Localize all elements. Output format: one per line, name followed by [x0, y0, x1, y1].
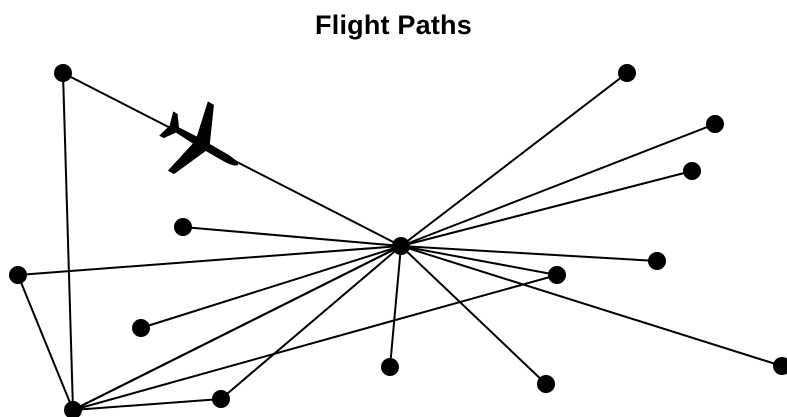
- hub-airport-node: [392, 237, 410, 255]
- airplane-icon: [159, 101, 239, 175]
- airport-node-n: [64, 401, 82, 417]
- airport-node-f: [9, 266, 27, 284]
- flight-path-f-hub: [17, 245, 402, 276]
- flight-path-l-hub: [400, 245, 547, 385]
- airport-node-j: [381, 358, 399, 376]
- flight-path-k-hub: [220, 245, 402, 400]
- airport-node-g: [548, 266, 566, 284]
- flight-path-b-hub: [400, 72, 628, 247]
- flight-path-k-o: [72, 398, 222, 411]
- flight-path-lines: [17, 72, 783, 411]
- airport-node-e: [174, 218, 192, 236]
- flight-path-g-o: [72, 274, 558, 411]
- airport-node-i: [132, 319, 150, 337]
- airport-node-d: [683, 162, 701, 180]
- airport-nodes: [9, 64, 787, 417]
- airport-node-a: [54, 64, 72, 82]
- flight-path-d-hub: [400, 170, 693, 247]
- airport-node-h: [648, 252, 666, 270]
- flight-path-m-hub: [400, 245, 783, 367]
- flight-path-o-hub: [72, 245, 402, 411]
- airport-node-b: [618, 64, 636, 82]
- flight-path-h-hub: [400, 245, 658, 262]
- flight-path-a-o: [62, 72, 74, 411]
- flight-path-j-hub: [389, 245, 402, 368]
- flight-path-e-hub: [182, 226, 402, 247]
- airport-node-m: [773, 357, 787, 375]
- airport-node-k: [212, 390, 230, 408]
- flight-path-f-o: [17, 274, 74, 411]
- flight-path-i-hub: [140, 245, 402, 329]
- airport-node-l: [537, 375, 555, 393]
- flight-path-g-hub: [400, 245, 558, 276]
- flight-path-c-hub: [400, 123, 716, 247]
- airport-node-c: [706, 115, 724, 133]
- diagram-title: Flight Paths: [315, 10, 472, 40]
